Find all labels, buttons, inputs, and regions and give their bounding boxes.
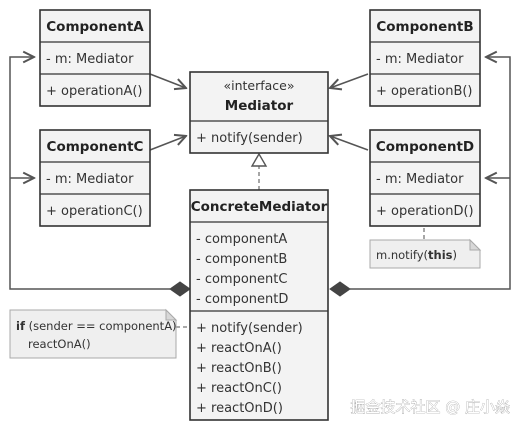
class-attribute: - componentA [196,232,287,247]
association-c-to-mediator [149,136,186,151]
class-attribute: - componentD [196,292,288,307]
composition-left-path [9,57,170,290]
class-operation: + operationA() [46,84,142,99]
interface-stereotype: «interface» [223,78,294,93]
class-name: ConcreteMediator [191,199,328,215]
class-component-c: ComponentC - m: Mediator + operationC() [39,129,151,227]
class-operation: + operationC() [46,204,143,219]
class-name: ComponentA [46,19,144,35]
class-component-d: ComponentD - m: Mediator + operationD() [369,129,481,227]
class-operation: + reactOnD() [196,401,283,416]
class-operation: + reactOnA() [196,341,282,356]
class-operation: + operationB() [376,84,473,99]
class-component-a: ComponentA - m: Mediator + operationA() [39,9,151,107]
composition-left-diamond [169,281,191,297]
class-concrete-mediator: ConcreteMediator - componentA - componen… [189,189,329,421]
class-component-b: ComponentB - m: Mediator + operationB() [369,9,481,107]
association-d-to-mediator [330,136,369,151]
class-operation: + reactOnC() [196,381,282,396]
note-text: m.notify(this) [376,248,457,262]
class-attribute: - m: Mediator [46,172,134,187]
class-attribute: - componentC [196,272,287,287]
interface-name: Mediator [225,98,294,114]
note-component-notify: m.notify(this) [369,238,482,269]
composition-right-path [350,57,511,290]
note-mediator-logic: if (sender == componentA) reactOnA() [9,308,178,359]
class-operation: + operationD() [376,204,474,219]
class-attribute: - m: Mediator [376,52,464,67]
realization-arrowhead [250,152,268,167]
class-attribute: - m: Mediator [46,52,134,67]
interface-operation: + notify(sender) [196,131,303,146]
class-name: ComponentD [376,139,474,155]
watermark: 掘金技术社区 @ 庄小焱 [350,398,510,416]
class-name: ComponentC [47,139,144,155]
association-a-to-mediator [149,73,186,88]
class-name: ComponentB [376,19,473,35]
class-attribute: - componentB [196,252,287,267]
note-line-2: reactOnA() [28,337,91,351]
interface-mediator: «interface» Mediator + notify(sender) [189,71,329,154]
class-operation: + reactOnB() [196,361,282,376]
association-b-to-mediator [330,73,369,88]
class-operation: + notify(sender) [196,321,303,336]
class-attribute: - m: Mediator [376,172,464,187]
composition-right-diamond [329,281,351,297]
note-line-1: if (sender == componentA) [16,319,177,333]
